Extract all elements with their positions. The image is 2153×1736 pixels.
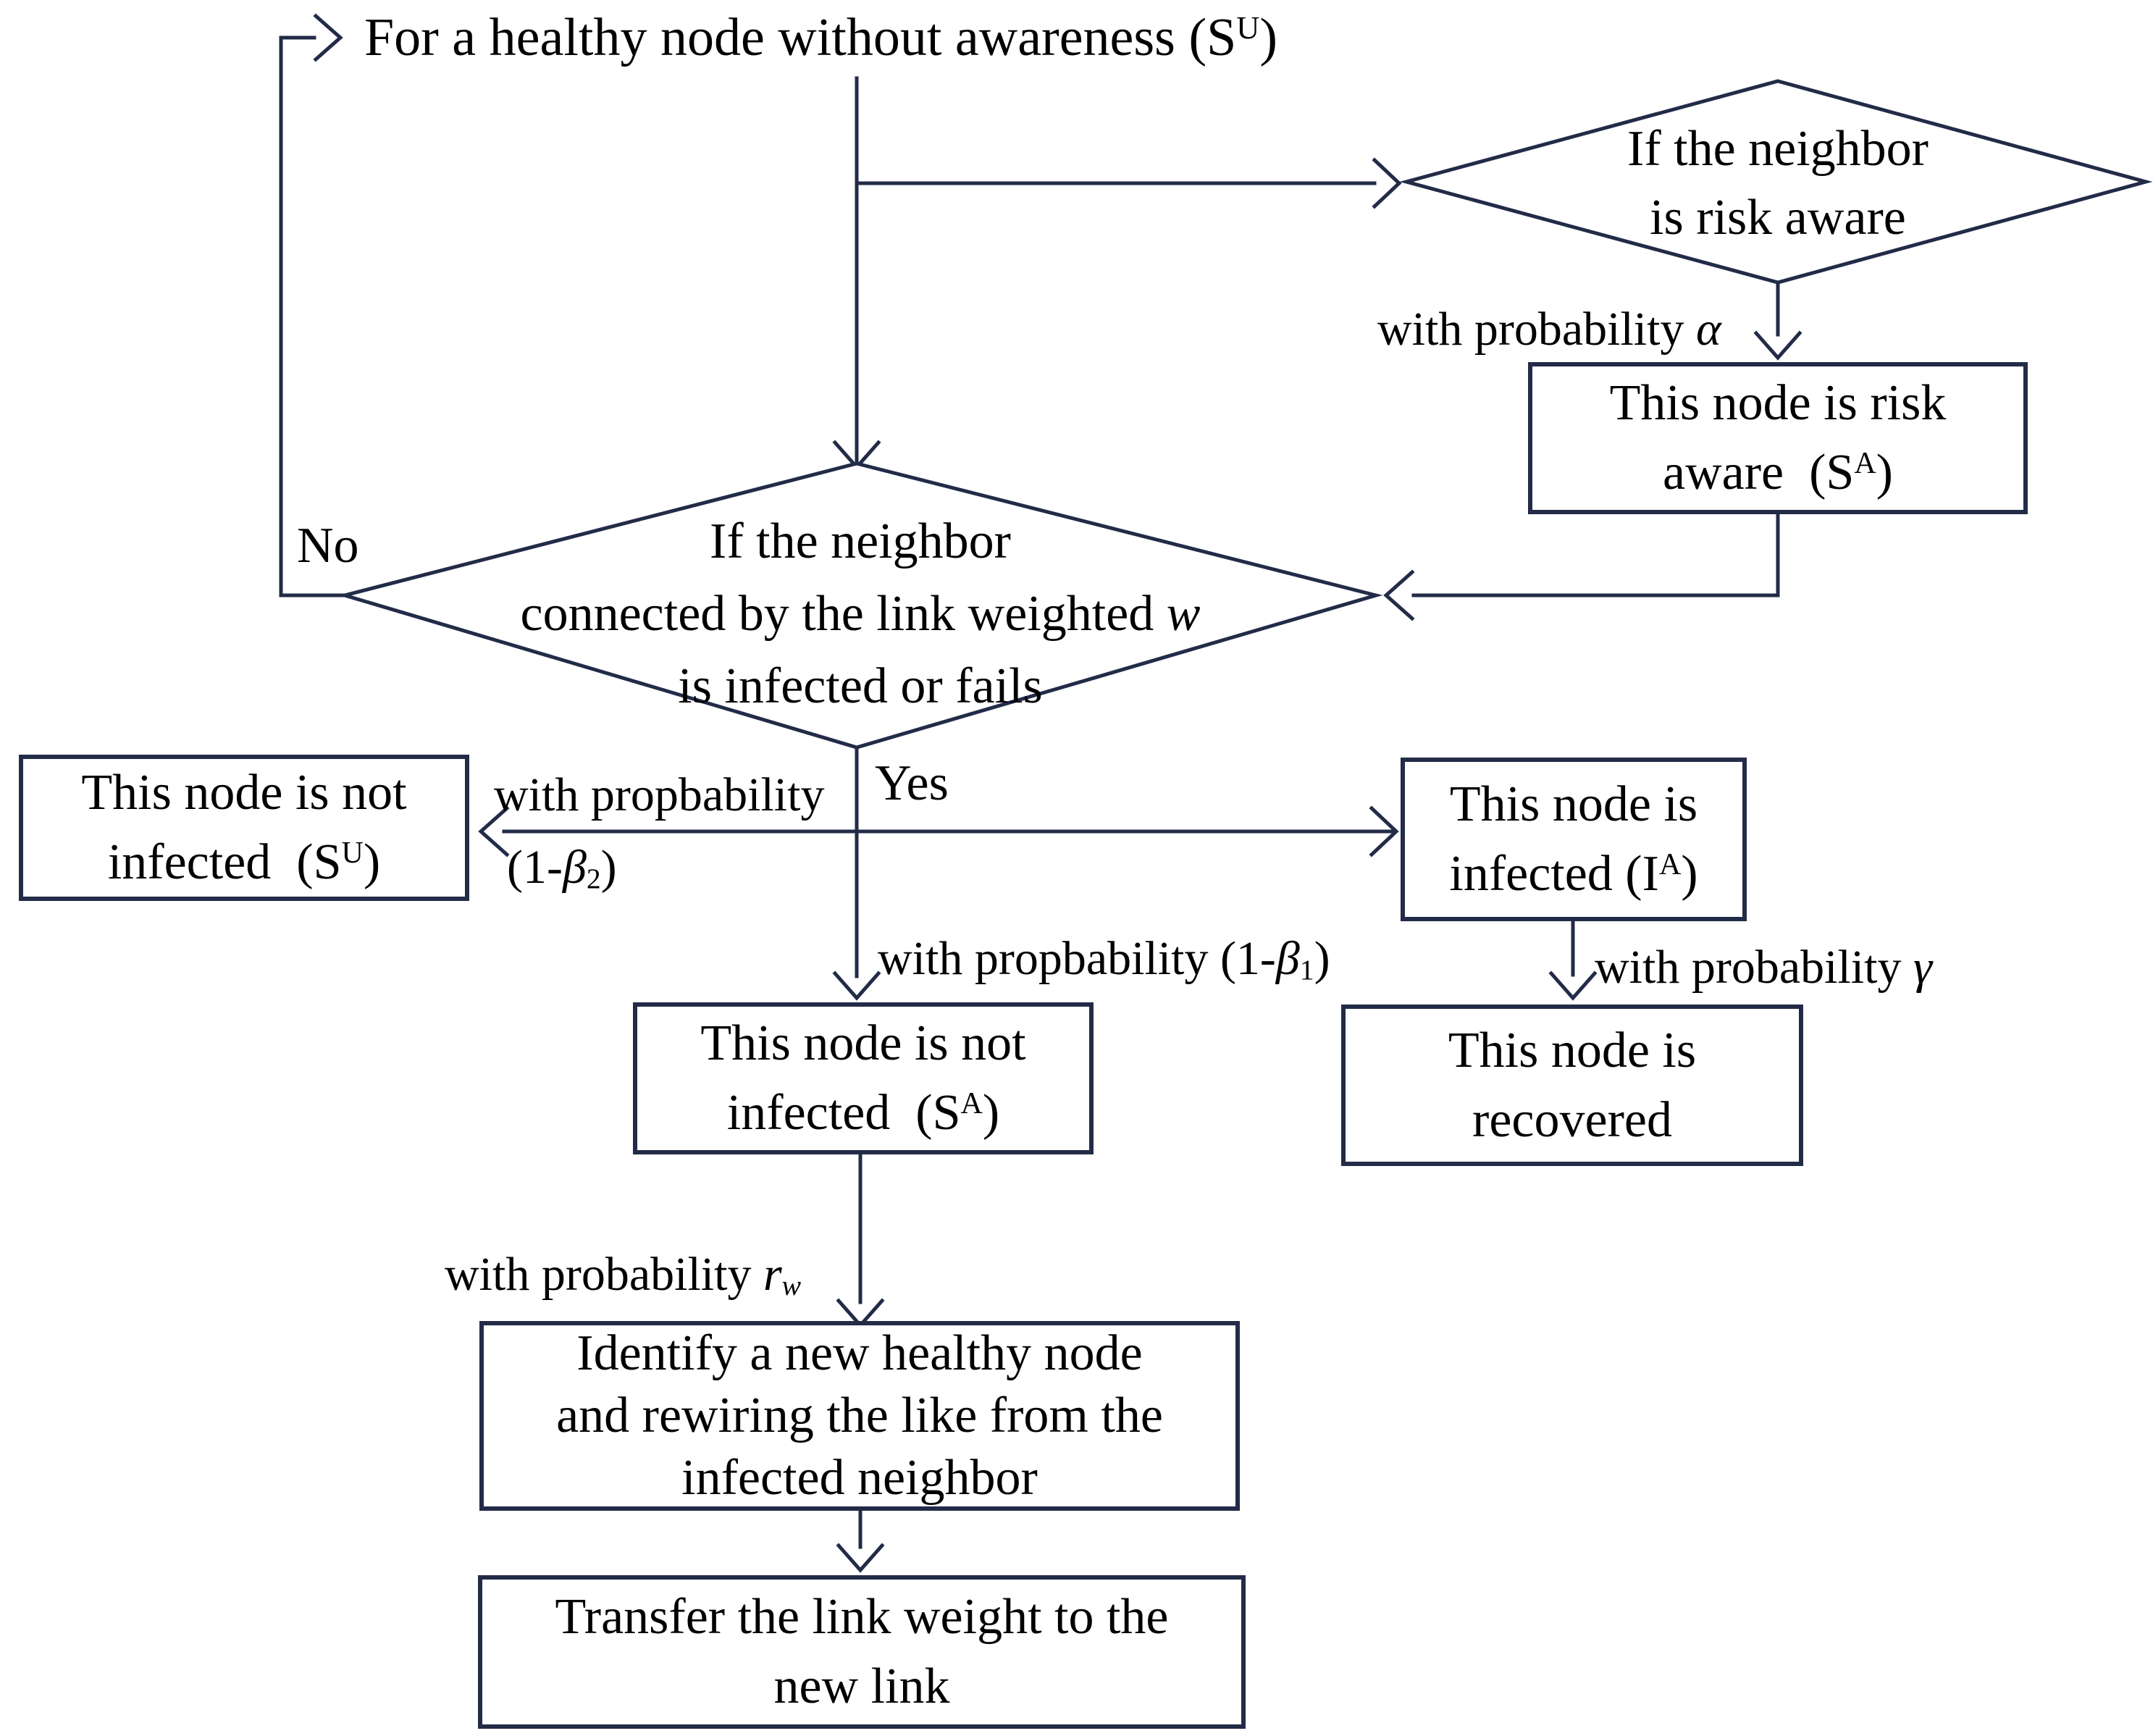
box-identify-rewire: Identify a new healthy node and rewiring… <box>479 1321 1240 1511</box>
box-not-infected-sa-line2: infected (SA) <box>727 1078 999 1148</box>
alpha-arrowhead-down-icon <box>1753 330 1802 361</box>
box-not-infected-su-close: ) <box>363 834 381 890</box>
box-not-infected-su: This node is not infected (SU) <box>19 755 469 901</box>
infected-box-arrowhead-right-icon <box>1369 805 1399 857</box>
box-not-infected-sa: This node is not infected (SA) <box>633 1002 1094 1154</box>
decision-risk-aware-line2: is risk aware <box>1650 190 1906 246</box>
box-identify-line2: and rewiring the like from the <box>556 1388 1163 1443</box>
decision-infected-line3: is infected or fails <box>678 658 1043 714</box>
box-recovered-line1: This node is <box>1448 1022 1697 1078</box>
recovered-arrowhead-down-icon <box>1548 970 1598 1001</box>
beta2-close: ) <box>600 841 617 894</box>
beta2-symbol: β <box>562 841 587 894</box>
beta2-open: (1- <box>507 841 563 894</box>
box-not-infected-sa-superscript: A <box>960 1087 983 1121</box>
weight-w-symbol: w <box>1166 586 1201 642</box>
box-identify-line3: infected neighbor <box>681 1450 1038 1506</box>
box-infected-line2: infected (IA) <box>1449 839 1697 909</box>
title-healthy-node: For a healthy node without awareness (SU… <box>364 7 1277 68</box>
box-not-infected-su-line1: This node is not <box>81 765 407 821</box>
box-not-infected-sa-line2-text: infected (S <box>726 1085 961 1141</box>
box-risk-aware-superscript: A <box>1854 447 1876 481</box>
box-infected: This node is infected (IA) <box>1401 758 1747 921</box>
box-identify-line1: Identify a new healthy node <box>576 1325 1143 1381</box>
beta1-text: with propbability (1- <box>878 932 1276 985</box>
box-infected-line1: This node is <box>1449 776 1698 832</box>
riskbox-to-diamond-connector <box>1411 513 1780 597</box>
beta1-subscript: 1 <box>1299 954 1314 986</box>
title-superscript: U <box>1236 9 1260 46</box>
rw-subscript: w <box>781 1270 802 1302</box>
label-probability-rw: with probability rw <box>445 1249 801 1301</box>
box-transfer-line1: Transfer the link weight to the <box>555 1589 1169 1645</box>
transfer-arrowhead-down-icon <box>836 1543 885 1573</box>
gamma-symbol: γ <box>1913 941 1932 994</box>
connector-group <box>279 13 2153 1573</box>
box-infected-line2-text: infected (I <box>1449 846 1659 902</box>
gamma-text: with probability <box>1595 941 1913 994</box>
box-risk-aware-line1: This node is risk <box>1609 375 1947 431</box>
risk-diamond-arrowhead-right-icon <box>1372 157 1402 209</box>
label-alpha-text: with probability <box>1377 303 1696 356</box>
decision-risk-aware-text: If the neighbor is risk aware <box>1524 114 2031 252</box>
label-probability-beta2-line2: (1-β2) <box>507 842 617 894</box>
box-not-infected-sa-close: ) <box>982 1085 1000 1141</box>
loop-arrowhead-right-icon <box>313 13 343 62</box>
box-not-infected-sa-line1: This node is not <box>700 1015 1026 1071</box>
box-risk-aware-line2-text: aware (S <box>1663 445 1855 500</box>
title-text: For a healthy node without awareness (S <box>364 8 1237 67</box>
alpha-symbol: α <box>1695 303 1721 356</box>
label-probability-gamma: with probability γ <box>1595 942 1932 994</box>
rw-symbol: r <box>763 1248 782 1301</box>
box-not-infected-su-line2-text: infected (S <box>107 834 342 890</box>
beta1-close: ) <box>1314 932 1330 985</box>
box-infected-close: ) <box>1681 846 1698 902</box>
box-infected-superscript: A <box>1658 848 1682 882</box>
box-recovered: This node is recovered <box>1341 1005 1803 1166</box>
box-risk-aware: This node is risk aware (SA) <box>1528 362 2028 514</box>
diamond-right-arrowhead-left-icon <box>1383 569 1415 621</box>
label-probability-beta1: with propbability (1-β1) <box>878 933 1330 985</box>
label-yes: Yes <box>875 755 949 811</box>
title-close: ) <box>1259 8 1277 67</box>
beta2-subscript: 2 <box>586 863 601 895</box>
decision-infected-text: If the neighbor connected by the link we… <box>317 507 1403 721</box>
label-probability-alpha: with probability α <box>1377 303 1721 356</box>
box-transfer-line2: new link <box>773 1659 950 1714</box>
box-not-infected-su-superscript: U <box>341 836 364 871</box>
label-probability-beta2-line1: with propbability <box>494 768 825 821</box>
label-no: No <box>297 518 359 574</box>
decision-infected-line2: connected by the link weighted w <box>521 578 1201 650</box>
box-not-infected-su-line2: infected (SU) <box>108 828 380 897</box>
box-recovered-line2: recovered <box>1472 1091 1672 1148</box>
sa-box-arrowhead-down-icon <box>832 970 881 1001</box>
decision-infected-line1: If the neighbor <box>710 513 1011 569</box>
box-transfer-weight: Transfer the link weight to the new link <box>478 1575 1246 1729</box>
beta1-symbol: β <box>1275 932 1300 985</box>
decision-risk-aware-line1: If the neighbor <box>1627 121 1929 177</box>
loop-no-connector <box>279 35 347 597</box>
rw-text: with probability <box>445 1248 763 1301</box>
box-risk-aware-line2: aware (SA) <box>1663 438 1893 508</box>
box-risk-aware-close: ) <box>1876 445 1893 500</box>
decision-infected-line2-text: connected by the link weighted <box>520 586 1167 642</box>
left-box-arrowhead-left-icon <box>478 805 510 857</box>
